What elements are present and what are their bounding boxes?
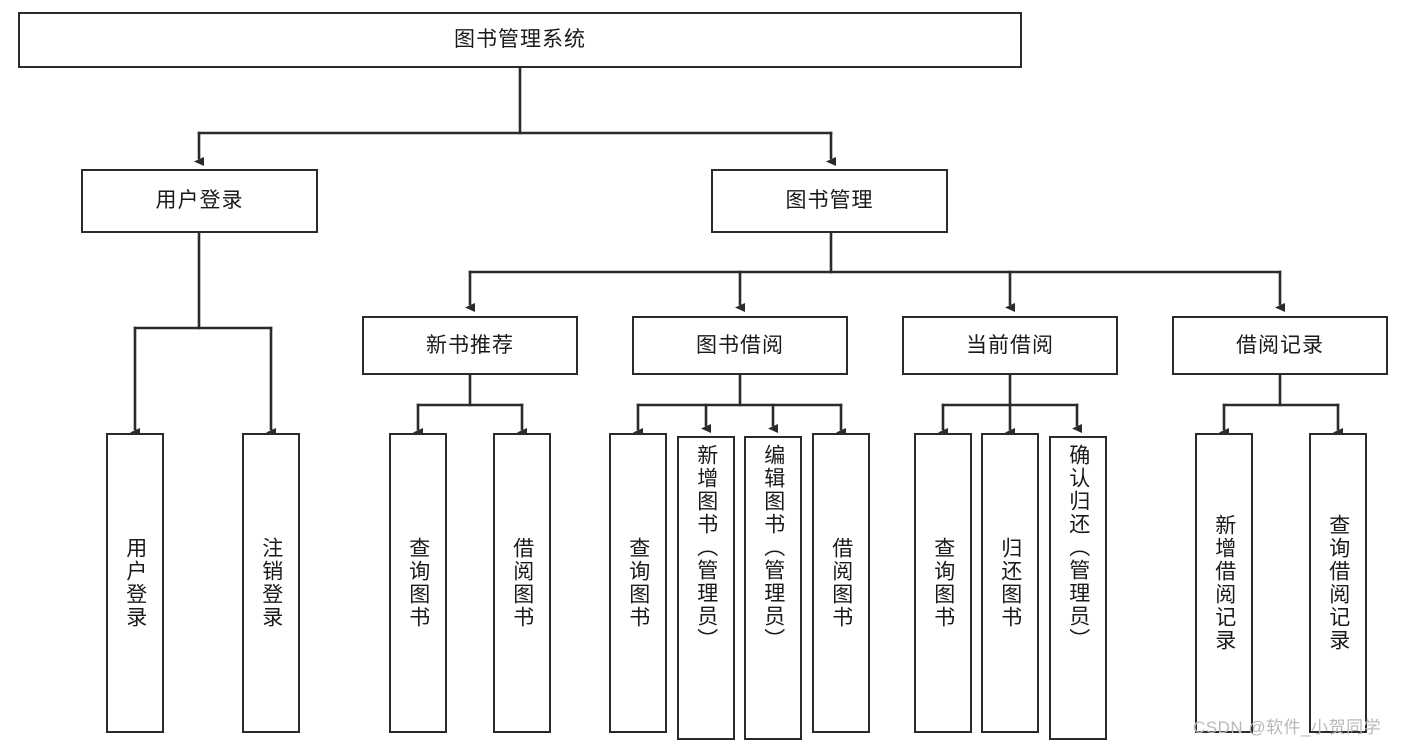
node-leaf-add-record-label: 新增借阅记录 [1212, 514, 1236, 652]
node-leaf-borrow-book-1-label: 借阅图书 [510, 537, 534, 629]
node-new-book-recommendation[interactable]: 新书推荐 [362, 316, 578, 375]
node-leaf-query-book-3-label: 查询图书 [931, 537, 955, 629]
node-borrow-record-label: 借阅记录 [1236, 333, 1324, 357]
node-user-login[interactable]: 用户登录 [81, 169, 318, 233]
node-leaf-confirm-return[interactable]: 确认归还（管理员） [1049, 436, 1107, 740]
node-book-borrow[interactable]: 图书借阅 [632, 316, 848, 375]
node-book-manage-label: 图书管理 [785, 189, 874, 213]
node-leaf-add-record[interactable]: 新增借阅记录 [1195, 433, 1253, 733]
node-leaf-logout[interactable]: 注销登录 [242, 433, 300, 733]
node-borrow-record[interactable]: 借阅记录 [1172, 316, 1388, 375]
node-leaf-return-book-label: 归还图书 [998, 537, 1022, 629]
node-leaf-logout-label: 注销登录 [259, 537, 283, 629]
node-leaf-edit-book-label: 编辑图书（管理员） [761, 444, 785, 651]
node-leaf-user-login-label: 用户登录 [123, 537, 147, 629]
node-leaf-borrow-book-1[interactable]: 借阅图书 [493, 433, 551, 733]
node-leaf-query-record-label: 查询借阅记录 [1326, 514, 1350, 652]
node-new-book-rec-label: 新书推荐 [426, 333, 514, 357]
node-current-borrow-label: 当前借阅 [966, 333, 1054, 357]
node-leaf-add-book-label: 新增图书（管理员） [694, 444, 718, 651]
node-leaf-query-book-1-label: 查询图书 [406, 537, 430, 629]
node-leaf-add-book[interactable]: 新增图书（管理员） [677, 436, 735, 740]
node-root-book-management-system[interactable]: 图书管理系统 [18, 12, 1022, 68]
node-leaf-borrow-book-2-label: 借阅图书 [829, 537, 853, 629]
node-book-manage[interactable]: 图书管理 [711, 169, 948, 233]
node-leaf-query-book-1[interactable]: 查询图书 [389, 433, 447, 733]
node-current-borrow[interactable]: 当前借阅 [902, 316, 1118, 375]
node-leaf-query-book-2-label: 查询图书 [626, 537, 650, 629]
node-leaf-query-book-2[interactable]: 查询图书 [609, 433, 667, 733]
node-leaf-edit-book[interactable]: 编辑图书（管理员） [744, 436, 802, 740]
node-leaf-confirm-return-label: 确认归还（管理员） [1066, 444, 1090, 651]
node-leaf-query-book-3[interactable]: 查询图书 [914, 433, 972, 733]
node-user-login-label: 用户登录 [155, 189, 244, 213]
node-book-borrow-label: 图书借阅 [696, 333, 784, 357]
node-leaf-user-login[interactable]: 用户登录 [106, 433, 164, 733]
node-root-label: 图书管理系统 [454, 28, 586, 52]
node-leaf-query-record[interactable]: 查询借阅记录 [1309, 433, 1367, 733]
node-leaf-return-book[interactable]: 归还图书 [981, 433, 1039, 733]
node-leaf-borrow-book-2[interactable]: 借阅图书 [812, 433, 870, 733]
